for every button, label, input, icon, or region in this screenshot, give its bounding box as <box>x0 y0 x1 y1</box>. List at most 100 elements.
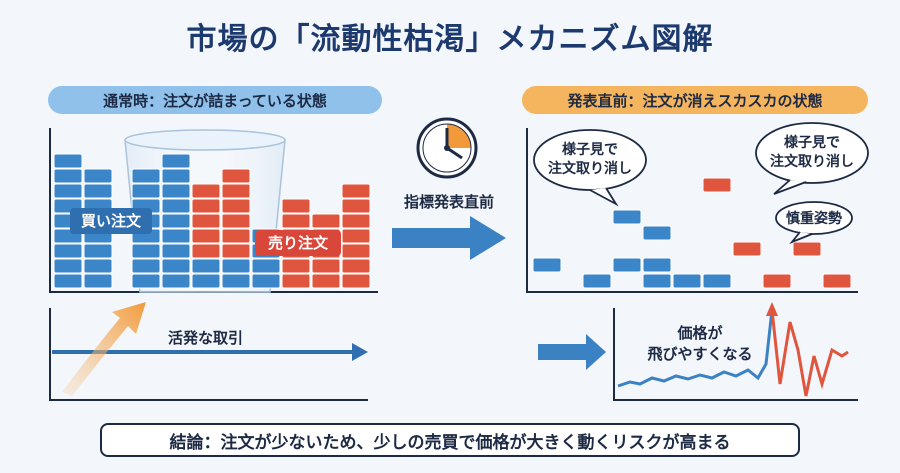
buy-order-block <box>161 228 191 244</box>
sell-order-block <box>702 177 732 193</box>
price-volatile-line2: 飛びやすくなる <box>646 345 752 363</box>
bubble-right-line1: 様子見で <box>784 134 840 151</box>
sell-order-block <box>191 198 221 214</box>
buy-order-block <box>53 153 83 169</box>
buy-orders-label: 買い注文 <box>81 212 142 230</box>
buy-order-block <box>161 243 191 259</box>
buy-order-block <box>251 258 281 274</box>
sell-order-block <box>311 258 341 274</box>
buy-order-block <box>131 168 161 184</box>
price-volatile-line1: 価格が <box>676 324 723 342</box>
sell-order-block <box>281 273 311 289</box>
sell-order-block <box>281 198 311 214</box>
buy-order-block <box>53 183 83 199</box>
sell-order-block <box>311 273 341 289</box>
sell-order-block <box>311 213 341 229</box>
sell-order-block <box>341 243 371 259</box>
buy-order-block <box>131 183 161 199</box>
buy-order-block <box>161 258 191 274</box>
left-price-axes <box>49 308 368 401</box>
sell-order-block <box>792 241 822 257</box>
buy-order-block <box>582 273 612 289</box>
sell-order-block <box>341 258 371 274</box>
sell-order-block <box>191 213 221 229</box>
buy-order-block <box>702 273 732 289</box>
buy-order-block <box>83 273 113 289</box>
speech-bubble-cancel-left: 様子見で 注文取り消し <box>533 129 647 207</box>
sell-order-block <box>221 228 251 244</box>
buy-order-block <box>83 168 113 184</box>
price-line-calm <box>617 309 774 388</box>
clock-icon <box>416 117 478 179</box>
pre-announcement-label: 指標発表直前 <box>404 193 494 211</box>
conclusion-text: 結論：注文が少ないため、少しの売買で価格が大きく動くリスクが高まる <box>169 432 731 453</box>
trade-arrowhead <box>352 343 368 361</box>
buy-order-block <box>83 243 113 259</box>
buy-order-block <box>53 258 83 274</box>
price-spike-arrowhead <box>766 302 778 316</box>
bubble-right-line2: 注文取り消し <box>770 153 854 170</box>
sell-orders-label: 売り注文 <box>268 234 329 252</box>
sell-order-block <box>191 258 221 274</box>
sell-order-block <box>281 213 311 229</box>
right-order-blocks <box>532 177 852 289</box>
sell-order-block <box>191 228 221 244</box>
transition-arrow-icon <box>392 216 506 260</box>
sell-order-block <box>341 228 371 244</box>
buy-order-block <box>161 213 191 229</box>
sell-order-block <box>281 258 311 274</box>
buy-order-block <box>642 225 672 241</box>
sell-order-block <box>762 273 792 289</box>
sell-orders-tag: 売り注文 <box>255 230 341 256</box>
buy-order-block <box>161 198 191 214</box>
buy-order-block <box>642 273 672 289</box>
buy-order-block <box>53 273 83 289</box>
sell-order-block <box>341 198 371 214</box>
buy-order-block <box>161 183 191 199</box>
buy-order-block <box>83 258 113 274</box>
speech-bubble-cautious: 慎重姿勢 <box>775 201 853 245</box>
price-transition-arrow-icon <box>538 334 606 370</box>
sell-order-block <box>341 213 371 229</box>
sell-order-block <box>191 243 221 259</box>
speech-bubble-cancel-right: 様子見で 注文取り消し <box>755 122 869 195</box>
sell-order-block <box>221 213 251 229</box>
buy-order-block <box>612 209 642 225</box>
buy-order-block <box>251 273 281 289</box>
page-title: 市場の「流動性枯渇」メカニズム図解 <box>186 22 714 57</box>
sell-order-block <box>341 273 371 289</box>
price-line-volatile <box>770 309 849 397</box>
pre-announcement-header: 発表直前：注文が消えスカスカの状態 <box>522 86 868 114</box>
buy-order-block <box>161 168 191 184</box>
sell-order-block <box>221 198 251 214</box>
right-price-axes <box>613 308 858 401</box>
buy-order-block <box>532 257 562 273</box>
sell-order-block <box>341 183 371 199</box>
sell-order-block <box>822 273 852 289</box>
cautious-label: 慎重姿勢 <box>786 210 842 227</box>
buy-orders-tag: 買い注文 <box>70 208 152 234</box>
sell-order-block <box>221 183 251 199</box>
buy-order-block <box>612 257 642 273</box>
buy-order-block <box>131 243 161 259</box>
sell-order-block <box>221 168 251 184</box>
buy-order-block <box>53 168 83 184</box>
bubble-left-line1: 様子見で <box>562 141 618 158</box>
sell-order-block <box>191 273 221 289</box>
active-trade-label: 活発な取引 <box>168 329 243 347</box>
sell-order-block <box>221 273 251 289</box>
buy-order-block <box>161 153 191 169</box>
buy-order-block <box>161 273 191 289</box>
buy-order-block <box>53 243 83 259</box>
buy-order-block <box>131 273 161 289</box>
sell-order-block <box>732 241 762 257</box>
buy-order-block <box>83 183 113 199</box>
normal-state-header: 通常時：注文が詰まっている状態 <box>48 86 382 114</box>
conclusion-box: 結論：注文が少ないため、少しの売買で価格が大きく動くリスクが高まる <box>100 423 800 457</box>
sell-order-block <box>191 183 221 199</box>
sell-order-block <box>221 258 251 274</box>
rising-arrow-icon <box>62 302 146 396</box>
buy-order-block <box>672 273 702 289</box>
